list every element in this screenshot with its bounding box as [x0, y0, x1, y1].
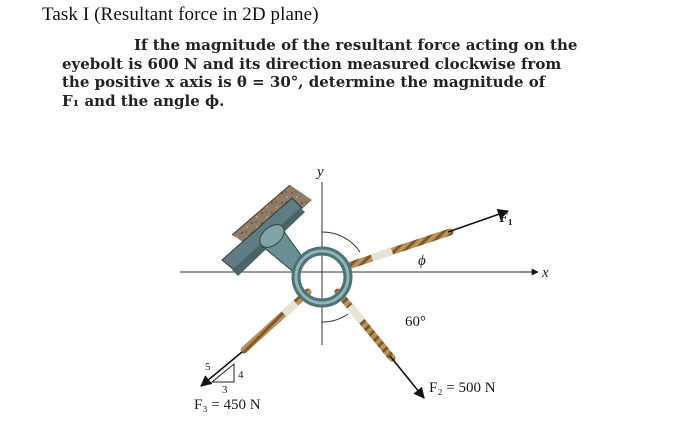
- rope-f1: [344, 209, 510, 270]
- force-f1-label: F₁: [499, 210, 513, 226]
- slope-3-label: 3: [222, 384, 228, 396]
- y-axis-label: y: [315, 164, 324, 180]
- force-f2-label: F₂ = 500 N: [429, 380, 496, 396]
- angle-phi-label: ϕ: [418, 253, 426, 269]
- rope-f3: [200, 288, 312, 387]
- problem-statement: If the magnitude of the resultant force …: [62, 36, 642, 110]
- slope-5-label: 5: [205, 361, 211, 373]
- angle-60-arc: [321, 313, 349, 323]
- problem-line-1: If the magnitude of the resultant force …: [134, 36, 578, 54]
- problem-line-3: the positive x axis is θ = 30°, determin…: [62, 73, 546, 91]
- slope-4-label: 4: [238, 369, 244, 381]
- task-title: Task I (Resultant force in 2D plane): [42, 4, 319, 25]
- eyebolt-shank: [259, 224, 307, 275]
- problem-line-4: F₁ and the angle ϕ.: [62, 91, 225, 110]
- angle-phi-arc: [321, 231, 361, 253]
- rope-f2: [334, 288, 425, 399]
- angle-60-label: 60°: [405, 314, 426, 330]
- slope-triangle: [210, 362, 235, 383]
- eyebolt-ring: [291, 246, 353, 308]
- force-f3-label: F₃ = 450 N: [194, 397, 261, 413]
- x-axis-label: x: [541, 265, 549, 281]
- problem-line-2: eyebolt is 600 N and its direction measu…: [62, 54, 562, 73]
